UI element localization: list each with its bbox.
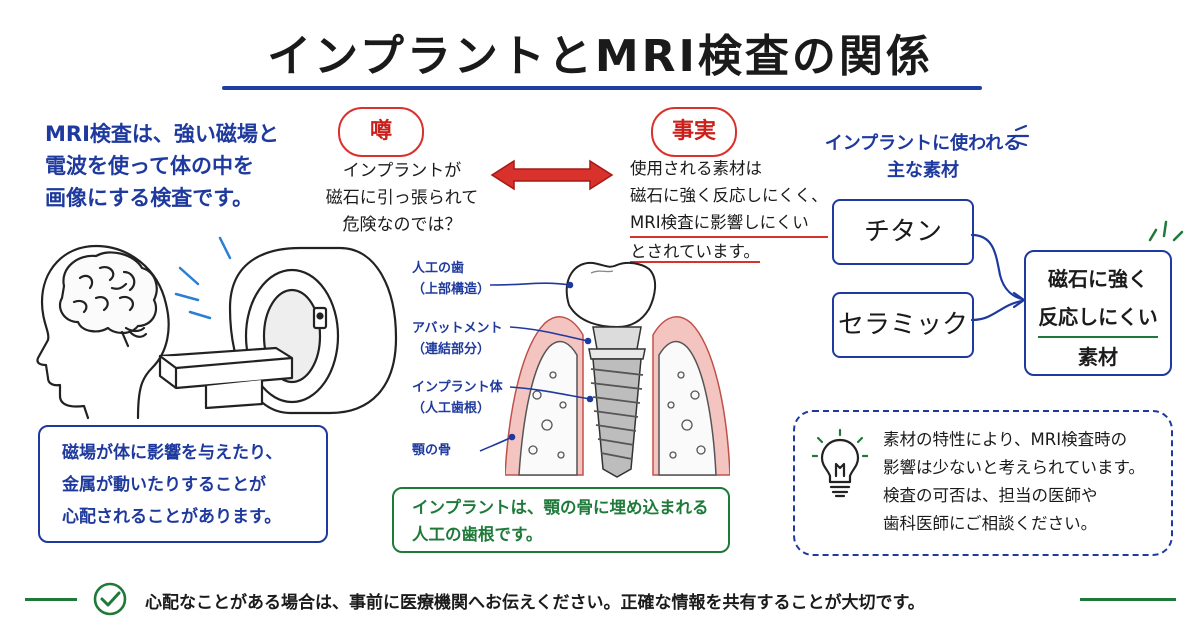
fact-line-text: とされています。	[630, 242, 760, 263]
material-ceramic: セラミック	[832, 292, 974, 358]
label-line: （上部構造）	[412, 282, 491, 297]
material-connector-arrows	[970, 233, 1026, 322]
fact-line: MRI検査に影響しにくい	[630, 209, 828, 238]
label-line: （連結部分）	[412, 342, 491, 357]
materials-title: インプラントに使われる 主な素材	[818, 130, 1028, 184]
emphasis-marks-icon	[1148, 220, 1184, 242]
bone-pores	[528, 371, 706, 459]
implant-note-box: インプラントは、顎の骨に埋め込まれる 人工の歯根です。	[392, 487, 730, 553]
materials-title-line: インプラントに使われる	[824, 133, 1022, 154]
double-arrow-icon	[490, 159, 614, 191]
mri-description-line: MRI検査は、強い磁場と	[45, 122, 279, 146]
concern-line: 金属が動いたりすることが	[62, 475, 266, 495]
label-abutment: アバットメント （連結部分）	[412, 318, 502, 360]
material-property-line: 磁石に強く	[1048, 267, 1148, 291]
label-line: アバットメント	[412, 321, 503, 336]
fact-line: とされています。	[630, 238, 760, 265]
lightbulb-icon	[812, 428, 868, 498]
concern-line: 磁場が体に影響を与えたり、	[62, 443, 283, 463]
footer-rule-left	[25, 598, 77, 601]
mri-description-line: 電波を使って体の中を	[45, 154, 254, 178]
tip-line: 影響は少ないと考えられています。	[883, 458, 1145, 477]
tip-line: 素材の特性により、MRI検査時の	[883, 430, 1128, 449]
rumor-line: インプラントが	[342, 161, 462, 181]
head-brain-icon	[36, 244, 170, 420]
page-title: インプラントとMRI検査の関係	[267, 31, 933, 82]
mri-description: MRI検査は、強い磁場と 電波を使って体の中を 画像にする検査です。	[45, 118, 279, 214]
implant-illustration	[505, 261, 730, 478]
fact-line: 使用される素材は	[630, 159, 762, 178]
implant-threads	[590, 368, 644, 460]
fact-text: 使用される素材は 磁石に強く反応しにくく、 MRI検査に影響しにくい とされてい…	[630, 155, 828, 265]
fact-badge: 事実	[651, 107, 737, 157]
head-mri-illustration	[36, 236, 398, 420]
label-line: インプラント体	[412, 380, 503, 395]
accent-marks-icon	[1014, 124, 1030, 146]
footer-message: 心配なことがある場合は、事前に医療機関へお伝えください。正確な情報を共有すること…	[145, 593, 925, 613]
rumor-badge: 噂	[338, 107, 424, 157]
title-underline	[222, 86, 982, 90]
concern-line: 心配されることがあります。	[62, 507, 282, 527]
implant-note-line: インプラントは、顎の骨に埋め込まれる	[412, 498, 709, 517]
tip-line: 検査の可否は、担当の医師や	[883, 486, 1098, 505]
mri-description-line: 画像にする検査です。	[45, 186, 254, 210]
rumor-line: 危険なのでは？	[342, 215, 462, 235]
mri-scanner-icon	[158, 246, 398, 415]
label-jawbone: 顎の骨	[412, 440, 451, 461]
material-property-box: 磁石に強く 反応しにくい 素材	[1024, 250, 1172, 376]
fact-line: 磁石に強く反応しにくく、	[630, 186, 828, 205]
rumor-line: 磁石に引っ張られて	[325, 188, 479, 208]
materials-title-line: 主な素材	[887, 160, 959, 181]
rumor-text: インプラントが 磁石に引っ張られて 危険なのでは？	[322, 158, 482, 239]
concern-box: 磁場が体に影響を与えたり、 金属が動いたりすることが 心配されることがあります。	[38, 425, 328, 543]
tip-line: 歯科医師にご相談ください。	[883, 514, 1098, 533]
material-titanium: チタン	[832, 199, 974, 265]
check-circle-icon	[93, 582, 127, 616]
label-artificial-tooth: 人工の歯 （上部構造）	[412, 258, 490, 300]
tip-box: 素材の特性により、MRI検査時の 影響は少ないと考えられています。 検査の可否は…	[793, 410, 1173, 556]
label-line: （人工歯根）	[412, 401, 491, 416]
implant-note-line: 人工の歯根です。	[412, 525, 543, 544]
material-property-line: 素材	[1078, 345, 1118, 369]
label-implant-body: インプラント体 （人工歯根）	[412, 377, 503, 419]
label-leader-lines	[479, 281, 594, 452]
footer-rule-right	[1080, 598, 1176, 601]
label-line: 顎の骨	[412, 443, 452, 458]
material-property-line: 反応しにくい	[1038, 298, 1158, 338]
scan-rays	[174, 236, 232, 320]
label-line: 人工の歯	[412, 261, 465, 276]
